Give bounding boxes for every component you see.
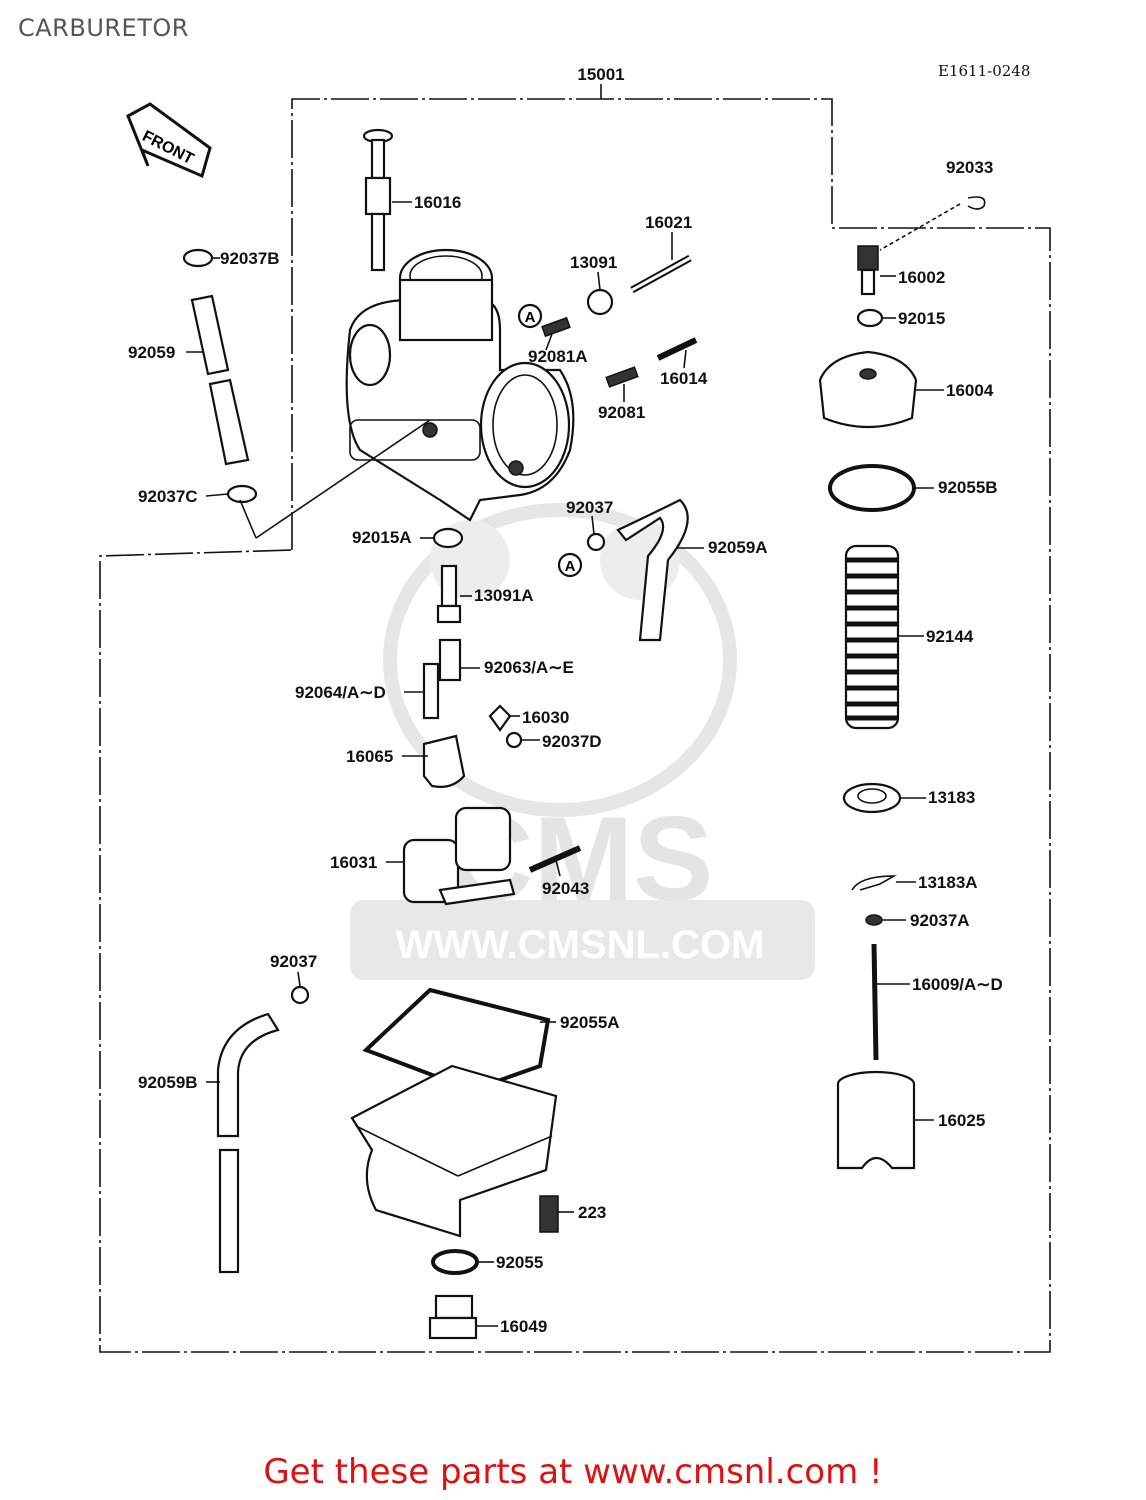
callout-92059: 92059 bbox=[128, 343, 175, 362]
cap-16004 bbox=[818, 350, 918, 429]
callout-16004: 16004 bbox=[946, 381, 994, 400]
screw-16021 bbox=[630, 254, 692, 294]
callout-92037-bottom: 92037 bbox=[270, 952, 317, 971]
spring-92081 bbox=[605, 366, 639, 388]
callout-92015: 92015 bbox=[898, 309, 945, 328]
callout-13183: 13183 bbox=[928, 788, 975, 807]
valve-seat-16065 bbox=[422, 734, 466, 788]
dash-92033 bbox=[879, 203, 961, 251]
callout-92064: 92064/A∼D bbox=[295, 683, 386, 702]
callout-16002: 16002 bbox=[898, 268, 945, 287]
ref-mark-a-1-text: A bbox=[525, 309, 536, 326]
pin-92043 bbox=[528, 845, 582, 873]
exploded-diagram: CMS WWW.CMSNL.COM FRONT bbox=[99, 65, 1051, 1353]
callout-92055: 92055 bbox=[496, 1253, 543, 1272]
carburetor-body bbox=[345, 248, 575, 522]
callout-92043: 92043 bbox=[542, 879, 589, 898]
callout-92144: 92144 bbox=[926, 627, 974, 646]
clip-92037C bbox=[226, 484, 258, 504]
nut-92015 bbox=[856, 308, 884, 328]
callout-16021: 16021 bbox=[645, 213, 692, 232]
callout-13091: 13091 bbox=[570, 253, 617, 272]
clip-13183A bbox=[851, 875, 898, 891]
watermark-url: WWW.CMSNL.COM bbox=[396, 923, 765, 967]
ref-mark-a-2: A bbox=[557, 552, 583, 578]
callout-92033: 92033 bbox=[946, 158, 993, 177]
main-jet-92063 bbox=[438, 638, 462, 682]
callout-92059B: 92059B bbox=[138, 1073, 198, 1092]
plug-16049 bbox=[428, 1294, 478, 1340]
callout-92063: 92063/A∼E bbox=[484, 658, 574, 677]
ref-mark-a-2-text: A bbox=[565, 558, 576, 575]
clip-92037-top bbox=[586, 532, 606, 552]
callout-223: 223 bbox=[578, 1203, 606, 1222]
callout-92081A: 92081A bbox=[528, 347, 588, 366]
callout-16065: 16065 bbox=[346, 747, 393, 766]
front-arrow: FRONT bbox=[126, 102, 212, 179]
ref-mark-a-1: A bbox=[517, 303, 543, 329]
callout-16030: 16030 bbox=[522, 708, 569, 727]
float-valve-16030 bbox=[488, 704, 512, 732]
page-title: CARBURETOR bbox=[18, 14, 189, 42]
clip-92037-bottom bbox=[290, 985, 310, 1005]
callout-92059A: 92059A bbox=[708, 538, 768, 557]
callout-92037A: 92037A bbox=[910, 911, 970, 930]
screw-16014 bbox=[656, 337, 698, 361]
assembly-boundary bbox=[99, 98, 1051, 1353]
pilot-jet-92064 bbox=[422, 662, 440, 720]
leader-lines bbox=[186, 201, 944, 1327]
clip-92037A bbox=[865, 914, 883, 926]
hose-92059B bbox=[216, 1012, 280, 1274]
float-16031 bbox=[402, 806, 516, 906]
dash-body bbox=[255, 419, 431, 539]
callout-92055A: 92055A bbox=[560, 1013, 620, 1032]
screw-223 bbox=[539, 1195, 559, 1233]
callout-16025: 16025 bbox=[938, 1111, 985, 1130]
seat-13183 bbox=[842, 782, 902, 814]
callout-16009: 16009/A∼D bbox=[912, 975, 1003, 994]
dash-92037C bbox=[239, 499, 257, 539]
callout-16014: 16014 bbox=[660, 369, 708, 388]
oring-92055B bbox=[828, 464, 916, 512]
oring-92055 bbox=[431, 1249, 479, 1275]
jet-needle-16009 bbox=[871, 943, 879, 1061]
callout-13091A: 13091A bbox=[474, 586, 534, 605]
hose-92059A bbox=[616, 498, 689, 642]
callout-16016: 16016 bbox=[414, 193, 461, 212]
callout-92037-top: 92037 bbox=[566, 498, 613, 517]
callout-16049: 16049 bbox=[500, 1317, 547, 1336]
callout-92015A: 92015A bbox=[352, 528, 412, 547]
callout-92037B: 92037B bbox=[220, 249, 280, 268]
tube-92059 bbox=[190, 294, 250, 466]
callout-92037C: 92037C bbox=[138, 487, 198, 506]
callout-92055B: 92055B bbox=[938, 478, 998, 497]
clip-92033 bbox=[967, 196, 986, 210]
adjuster-16002 bbox=[857, 245, 879, 296]
callout-15001: 15001 bbox=[577, 65, 624, 84]
callout-labels: 15001 16016 92037B 92059 92037C 16021 13… bbox=[128, 65, 1003, 1336]
spring-92081A bbox=[541, 316, 571, 338]
throttle-valve-16025 bbox=[836, 1070, 916, 1170]
needle-jet-13091A bbox=[436, 564, 462, 624]
callout-13183A: 13183A bbox=[918, 873, 978, 892]
footer-link[interactable]: Get these parts at www.cmsnl.com ! bbox=[263, 1452, 883, 1492]
washer-92015A bbox=[432, 527, 464, 549]
spring-92144 bbox=[844, 544, 900, 730]
nut-13091 bbox=[586, 288, 614, 316]
clip-92037D bbox=[505, 731, 523, 749]
clip-92037B bbox=[182, 248, 214, 268]
float-bowl bbox=[350, 1064, 558, 1238]
callout-92037D: 92037D bbox=[542, 732, 602, 751]
drawing-code: E1611-0248 bbox=[938, 62, 1031, 80]
callout-92081: 92081 bbox=[598, 403, 645, 422]
callout-16031: 16031 bbox=[330, 853, 377, 872]
choke-plunger-16016 bbox=[362, 128, 394, 272]
